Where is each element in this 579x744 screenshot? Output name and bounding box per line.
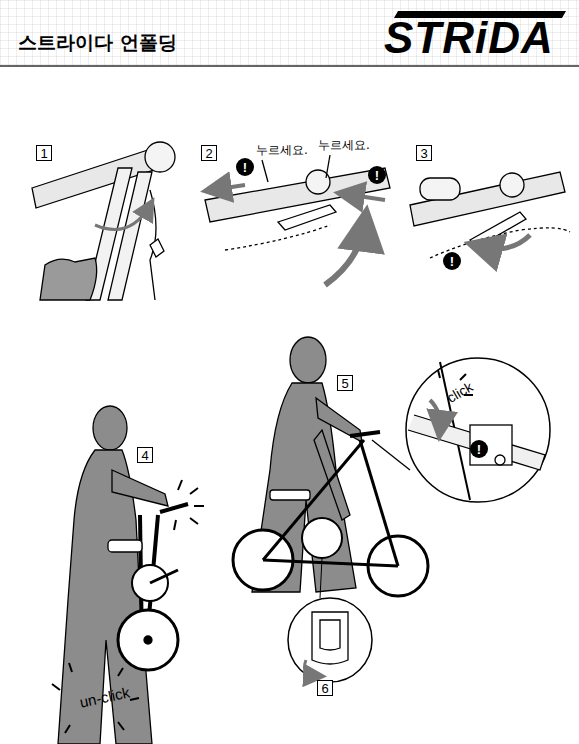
illustration-path [430,400,440,430]
brand-logo: STRiDA [384,16,554,60]
warning-mark: ! [450,254,454,269]
illustration-line [0,65,579,67]
page-title: 스트라이다 언폴딩 [18,30,177,56]
illustration-circle [500,173,524,197]
illustration-path [52,663,139,733]
warning-icon: ! [470,440,488,458]
step-5-scene [233,337,550,682]
illustration-line [160,504,188,512]
illustration-polygon [205,168,390,222]
illustration-polygon [410,172,565,226]
illustration-circle [406,358,550,502]
warning-mark: ! [375,168,379,183]
warning-icon: ! [443,252,461,270]
illustration-line [360,440,398,566]
press-note: 누르세요. [256,142,308,159]
illustration-path [478,235,530,249]
illustration-circle [118,610,178,670]
illustration-path [408,415,545,470]
step-number-box: 5 [337,375,353,391]
illustration-rect [420,178,460,200]
illustration-path [325,222,365,285]
illustration-ellipse [290,337,326,383]
illustration-ellipse [93,406,127,450]
illustration-line [262,160,268,182]
illustration-path [225,225,330,250]
illustration-rect [0,0,579,66]
step-number: 5 [341,376,348,391]
illustration-line [150,570,178,583]
illustration-line [326,155,330,178]
illustration-circle [495,455,505,465]
illustration-line [372,440,410,470]
step-number-box: 3 [416,145,432,161]
illustration-rect [108,540,142,552]
step-number: 2 [205,146,212,161]
step-number: 1 [40,146,47,161]
illustration-path [312,612,348,664]
illustration-rect [270,490,310,500]
illustration-path [95,205,150,230]
warning-icon: ! [236,158,254,176]
panel-1 [32,142,175,300]
illustration-path [150,239,164,257]
panel-3 [410,172,570,258]
press-note: 누르세요. [318,137,370,154]
illustration-line [320,558,322,598]
illustration-line [263,560,398,566]
step-number-box: 1 [36,145,52,161]
illustration-path [112,470,168,506]
illustration-polygon [108,172,152,300]
warning-icon: ! [368,166,386,184]
warning-mark: ! [477,442,481,457]
header [0,0,579,66]
illustration-circle [288,598,372,682]
panel-2 [205,155,390,285]
step-4-scene [52,406,204,744]
illustration-path [320,620,340,650]
step-number: 6 [321,681,328,696]
illustration-line [263,440,364,560]
illustration-path [40,258,97,300]
illustration-path [212,185,245,190]
illustration-circle [145,142,175,172]
illustration-line [350,432,380,436]
step-number-box: 2 [201,145,217,161]
illustration-path [314,430,350,520]
step-number-box: 4 [137,447,153,463]
illustration-circle [302,518,342,558]
illustration-rect [470,425,512,465]
illustration-path [305,660,319,676]
illustration-path [174,480,204,530]
warning-mark: ! [243,160,247,175]
illustration-path [345,194,385,200]
step-number-box: 6 [317,680,333,696]
illustration-circle [144,636,152,644]
step-number: 3 [420,146,427,161]
step-number: 4 [141,448,148,463]
